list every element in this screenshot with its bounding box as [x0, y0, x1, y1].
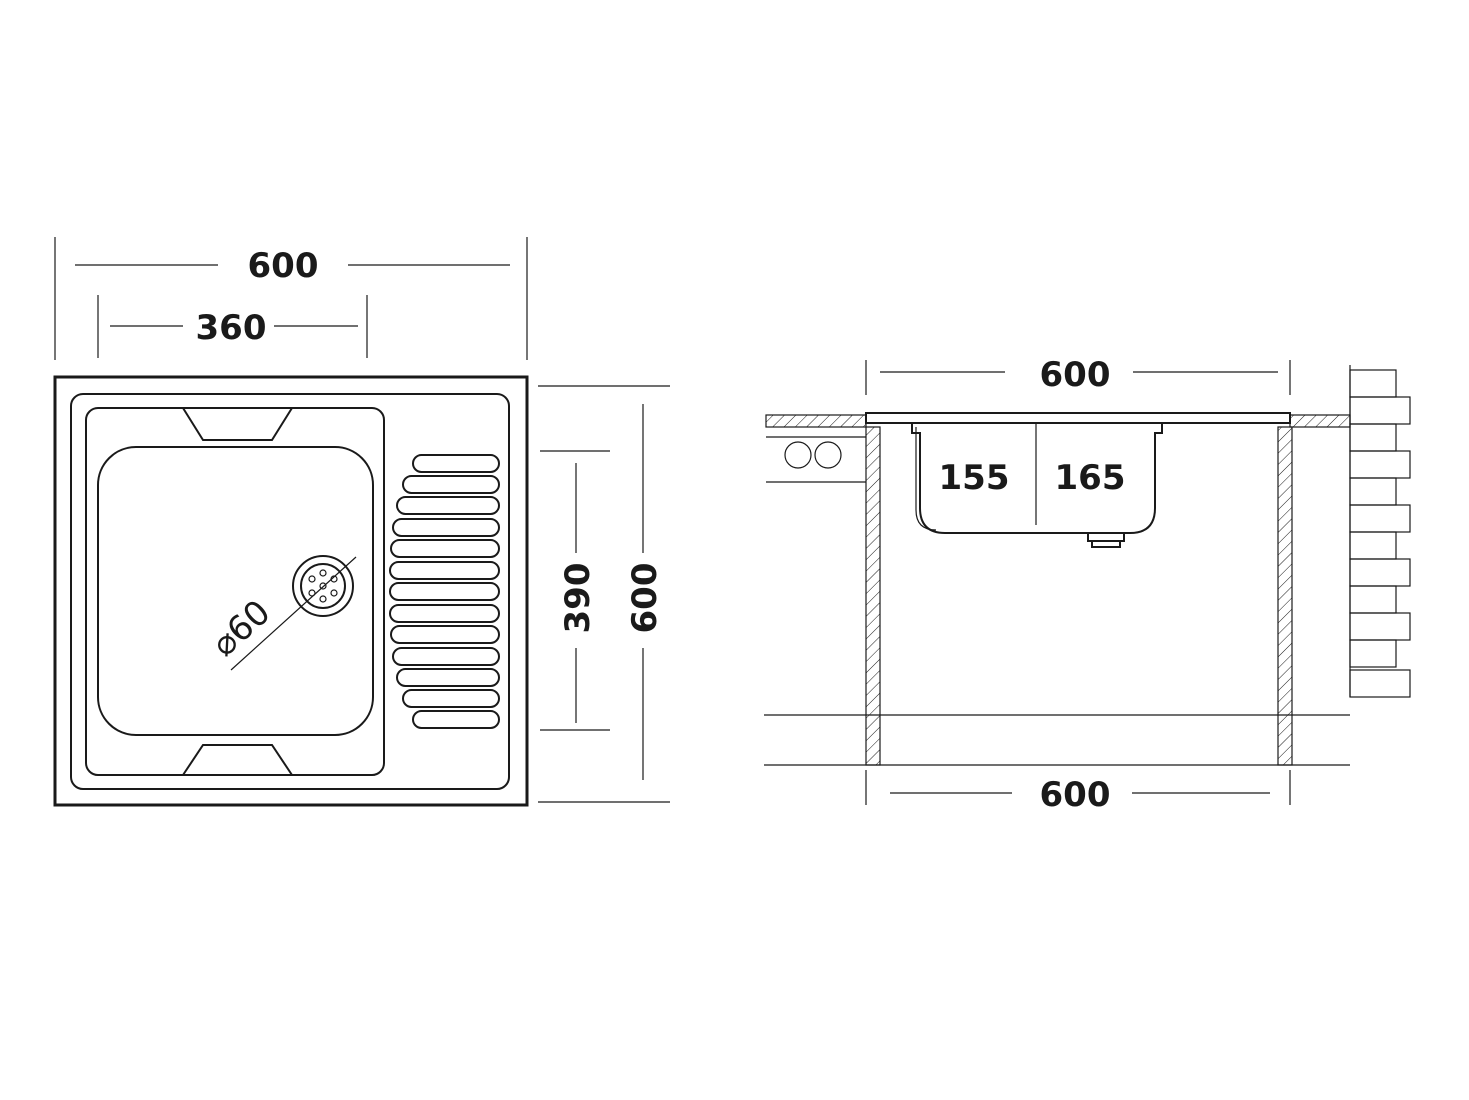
bowl-profile-inner: [915, 427, 937, 531]
bowl-top-notch: [182, 407, 293, 441]
water-pipes-icon: [766, 436, 866, 483]
bowl-profile: [911, 423, 1163, 534]
dimension-top-width: 600: [865, 355, 1291, 395]
dimension-label-overall-width: 600: [248, 246, 319, 286]
drainboard-ribs: [389, 454, 500, 729]
dimension-label-bowl-left-depth: 155: [939, 458, 1010, 498]
cabinet-wall-left: [865, 426, 881, 766]
dimension-bowl-width: 360: [97, 295, 368, 358]
bowl-basin: [97, 446, 374, 736]
top-view: 600 360: [53, 237, 670, 807]
dimension-bowl-depth: 390: [540, 450, 610, 731]
dimension-cabinet-width: 600: [865, 770, 1291, 815]
sink-rim-side: [865, 412, 1291, 424]
countertop-left: [765, 414, 867, 428]
dimension-label-bowl-depth: 390: [558, 563, 598, 634]
dimension-label-cabinet-width: 600: [1040, 775, 1111, 815]
dimension-overall-depth: 600: [538, 385, 670, 803]
dimension-label-drain-diameter: ⌀60: [204, 592, 278, 664]
bowl-rim: [85, 407, 385, 776]
drain-outlet: [1087, 532, 1125, 548]
wall-brick-icon: [1349, 365, 1411, 698]
bowl-bottom-notch: [182, 744, 293, 776]
dimension-label-bowl-width: 360: [196, 308, 267, 348]
sink-inner-rim: [70, 393, 510, 790]
drain-strainer-icon: [292, 555, 354, 617]
side-view: 600 155 165: [764, 355, 1411, 815]
dimension-label-bowl-right-depth: 165: [1055, 458, 1126, 498]
dimension-overall-width: 600: [54, 237, 528, 360]
countertop-right: [1289, 414, 1351, 428]
dimension-label-overall-depth: 600: [625, 563, 665, 634]
drain-diameter-leader: [230, 556, 357, 671]
cabinet-wall-right: [1277, 426, 1293, 766]
dimension-label-top-width: 600: [1040, 355, 1111, 395]
sink-outer-rim: [53, 375, 529, 807]
